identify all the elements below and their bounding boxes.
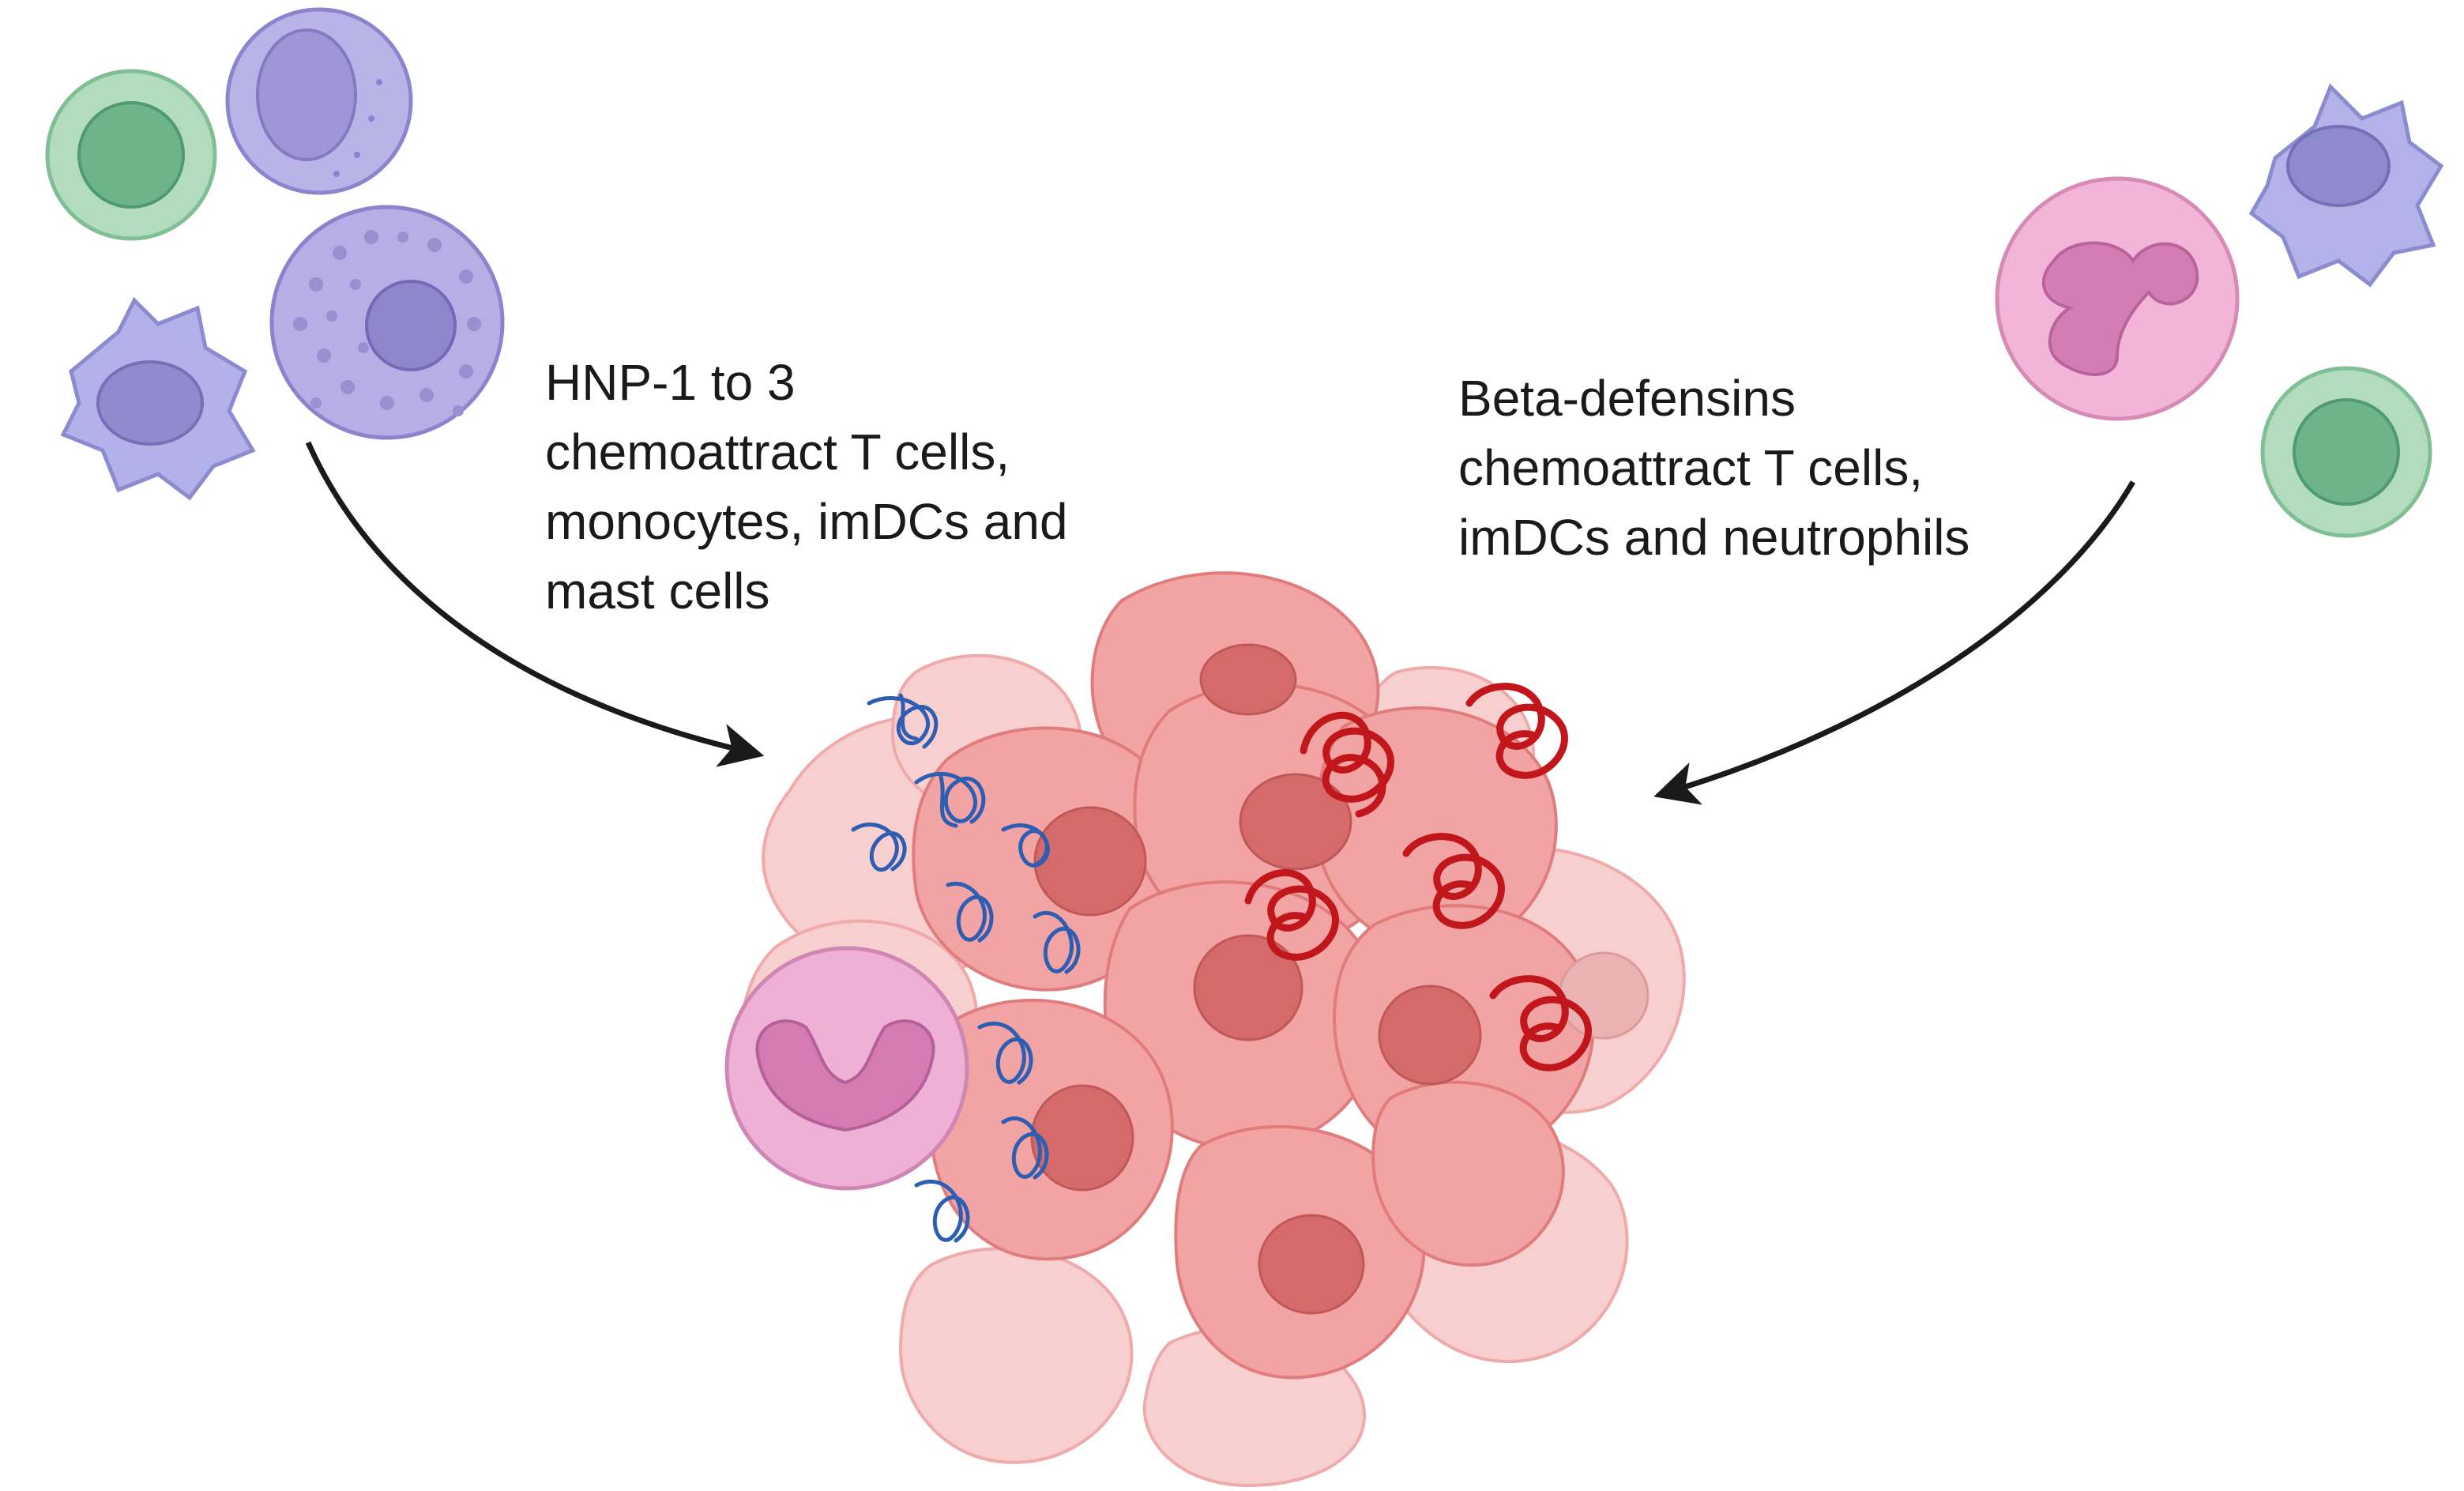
beta-defensin-caption: Beta-defensins chemoattract T cells, imD… xyxy=(1458,363,1969,572)
left-arrow xyxy=(305,441,765,767)
dendritic-cell-icon xyxy=(60,296,256,501)
neutrophil-icon xyxy=(724,946,969,1191)
t-cell-icon xyxy=(45,69,217,241)
hnp-caption-line: mast cells xyxy=(545,563,770,619)
beta-defensin-caption-line: imDCs and neutrophils xyxy=(1458,509,1970,566)
hnp-caption-line: monocytes, imDCs and xyxy=(545,493,1068,550)
hnp-peptide-icon xyxy=(851,693,1081,1243)
neutrophil-icon xyxy=(1995,176,2240,421)
t-cell-icon xyxy=(2260,366,2432,538)
hnp-caption-line: HNP-1 to 3 xyxy=(545,354,796,411)
tumor-nucleus xyxy=(1030,643,1650,1315)
hnp-caption: HNP-1 to 3 chemoattract T cells, monocyt… xyxy=(545,348,1068,626)
monocyte-icon xyxy=(225,7,413,195)
right-arrow xyxy=(1653,480,2136,805)
hnp-caption-line: chemoattract T cells, xyxy=(545,424,1010,480)
beta-defensin-caption-line: chemoattract T cells, xyxy=(1458,439,1924,496)
mast-cell-icon xyxy=(269,205,505,440)
beta-defensin-caption-line: Beta-defensins xyxy=(1458,370,1796,427)
dendritic-cell-icon xyxy=(2248,83,2444,288)
beta-defensin-icon xyxy=(1244,683,1592,1071)
